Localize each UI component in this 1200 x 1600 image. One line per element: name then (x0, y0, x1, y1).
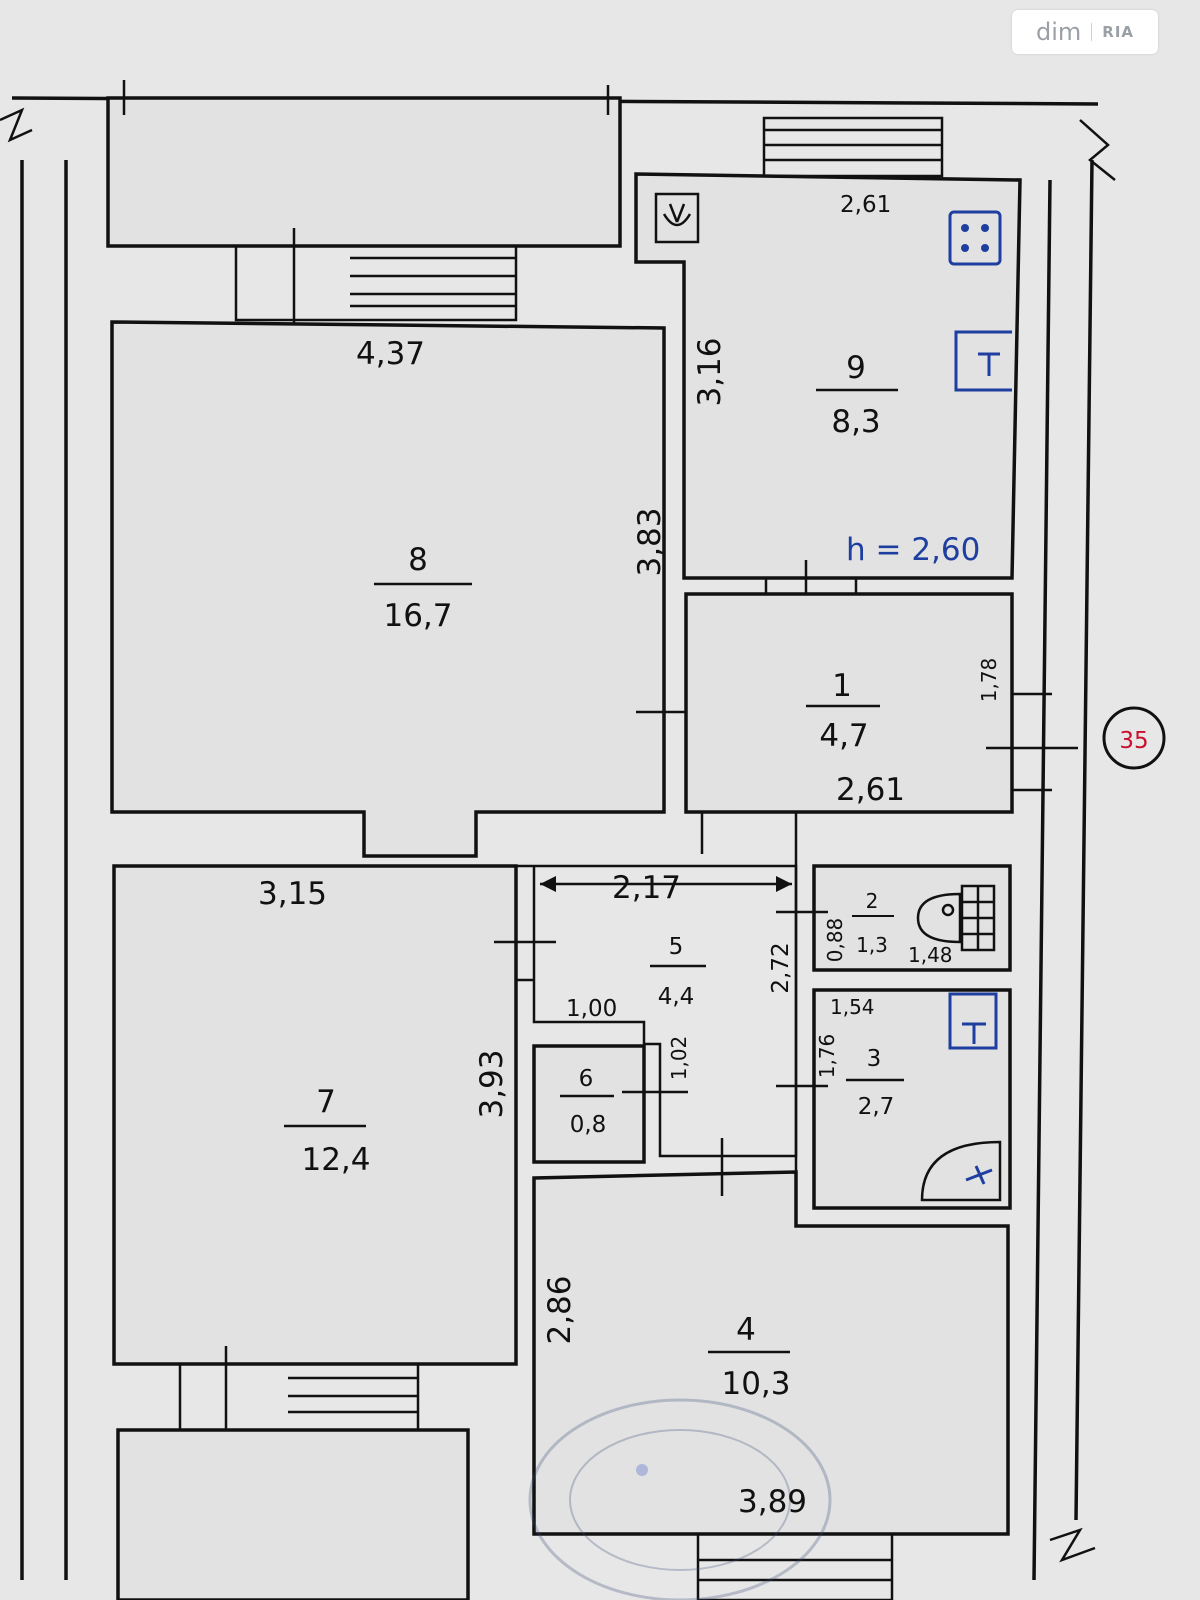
dim-room1-height: 1,78 (977, 658, 1001, 703)
room-2-label: 2 1,3 (852, 889, 894, 957)
water-heater-icon (954, 330, 1012, 392)
room-2-number: 2 (866, 889, 879, 913)
shower-tray-icon (920, 1140, 1002, 1202)
room-5-area: 4,4 (658, 984, 695, 1010)
room-8-area: 16,7 (383, 598, 452, 634)
room5-width-arrow (540, 876, 792, 892)
room-9-area: 8,3 (831, 404, 880, 440)
watermark-sub: RIA (1091, 23, 1134, 41)
room-9-label: 9 8,3 (816, 350, 898, 440)
room-6-label: 6 0,8 (560, 1066, 614, 1138)
stamp (528, 1398, 832, 1600)
room-3-number: 3 (867, 1046, 882, 1072)
dim-room7-width: 3,15 (258, 876, 327, 912)
room-2-area: 1,3 (856, 933, 888, 957)
watermark-logo: dim RIA (1012, 10, 1158, 54)
dim-room2-height: 0,88 (823, 918, 847, 963)
room-9-number: 9 (846, 350, 866, 386)
stove-icon (948, 210, 1002, 266)
room-6-number: 6 (579, 1066, 594, 1092)
room-1-area: 4,7 (819, 718, 868, 754)
outer-walls (0, 96, 1116, 1581)
dim-room4-height: 2,86 (542, 1275, 578, 1344)
dim-room9-height: 3,16 (692, 337, 728, 406)
room-8-label: 8 16,7 (374, 542, 472, 634)
dim-room4-width: 3,89 (738, 1484, 807, 1520)
dim-room1-width: 2,61 (836, 772, 905, 808)
room-8 (110, 320, 714, 858)
room-1-number: 1 (832, 668, 852, 704)
room-4-number: 4 (736, 1312, 756, 1348)
room-4-label: 4 10,3 (708, 1312, 791, 1402)
room-3-area: 2,7 (858, 1094, 895, 1120)
toilet-icon (916, 884, 996, 952)
room-7-area: 12,4 (301, 1142, 370, 1178)
dim-room5-width: 2,17 (612, 870, 681, 906)
ceiling-height: h = 2,60 (846, 532, 980, 568)
room-1 (684, 592, 1078, 814)
room-6 (532, 1044, 688, 1164)
room-8-number: 8 (408, 542, 428, 578)
watermark-brand: dim (1035, 18, 1082, 46)
bath-tap-icon (948, 992, 998, 1050)
room-7 (112, 864, 556, 1600)
room-3-label: 3 2,7 (846, 1046, 904, 1120)
room-7-label: 7 12,4 (284, 1084, 371, 1178)
dim-room9-width: 2,61 (840, 192, 891, 218)
room-5-label: 5 4,4 (650, 934, 706, 1010)
building-number-badge: 35 (1102, 706, 1166, 770)
corridor-walls (700, 812, 798, 1208)
building-number: 35 (1119, 728, 1148, 754)
room-7-number: 7 (316, 1084, 336, 1120)
dim-room3-height: 1,76 (815, 1034, 839, 1079)
room-9 (634, 172, 1022, 624)
sink-icon (654, 192, 700, 244)
dim-room2-width: 1,48 (908, 943, 953, 967)
dim-room8-height: 3,83 (632, 507, 668, 576)
room-4-area: 10,3 (721, 1366, 790, 1402)
dim-room5-inner: 1,00 (566, 996, 617, 1022)
dim-room7-height: 3,93 (474, 1049, 510, 1118)
top-balcony (106, 80, 944, 348)
room-6-area: 0,8 (570, 1112, 607, 1138)
room-1-label: 1 4,7 (806, 668, 880, 754)
dim-room8-width: 4,37 (356, 336, 425, 372)
dim-room3-width: 1,54 (830, 995, 875, 1019)
dim-room5-inner-v: 1,02 (667, 1036, 691, 1081)
dim-room5-height: 2,72 (768, 942, 794, 993)
room-5-number: 5 (669, 934, 684, 960)
room-5 (514, 864, 798, 1158)
